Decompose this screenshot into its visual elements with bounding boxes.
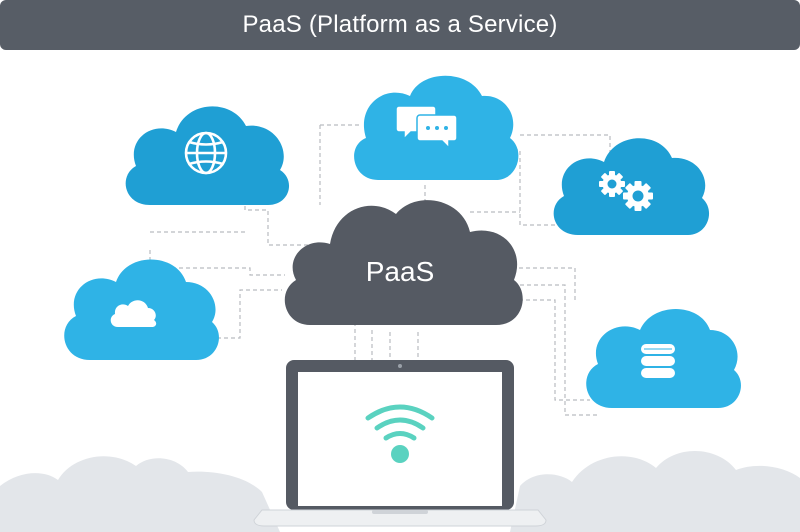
laptop-screen — [298, 372, 502, 506]
page-title: PaaS (Platform as a Service) — [242, 11, 558, 38]
globe-cloud-shape — [125, 106, 290, 205]
globe-cloud — [125, 106, 290, 205]
laptop-base — [253, 509, 547, 527]
database-icon — [641, 344, 675, 378]
cloud-icon — [110, 300, 157, 327]
storage-cloud — [64, 259, 219, 360]
chat-cloud — [354, 75, 519, 180]
database-cloud — [586, 309, 741, 408]
laptop — [253, 360, 547, 527]
laptop-hinge — [372, 510, 428, 514]
connector-database — [512, 267, 576, 300]
connector-database-3 — [512, 299, 590, 401]
page-title-bar: PaaS (Platform as a Service) — [0, 0, 800, 50]
connector-storage-2 — [165, 267, 285, 276]
connector-database-2 — [520, 284, 600, 416]
gears-icon — [599, 171, 653, 211]
paas-cloud-label: PaaS — [366, 256, 435, 287]
chat-bubbles-icon — [395, 105, 458, 150]
globe-icon — [184, 131, 228, 175]
paas-cloud: PaaS — [284, 200, 523, 325]
paas-cloud-shape — [284, 200, 523, 325]
settings-cloud — [553, 138, 710, 235]
connector-storage-3 — [210, 289, 282, 339]
wifi-icon — [365, 404, 435, 463]
ground-clouds — [0, 450, 800, 532]
connector-settings-2 — [520, 134, 611, 165]
laptop-camera — [398, 364, 402, 368]
ground-cloud-left — [0, 456, 280, 532]
ground-cloud-right — [510, 450, 800, 532]
